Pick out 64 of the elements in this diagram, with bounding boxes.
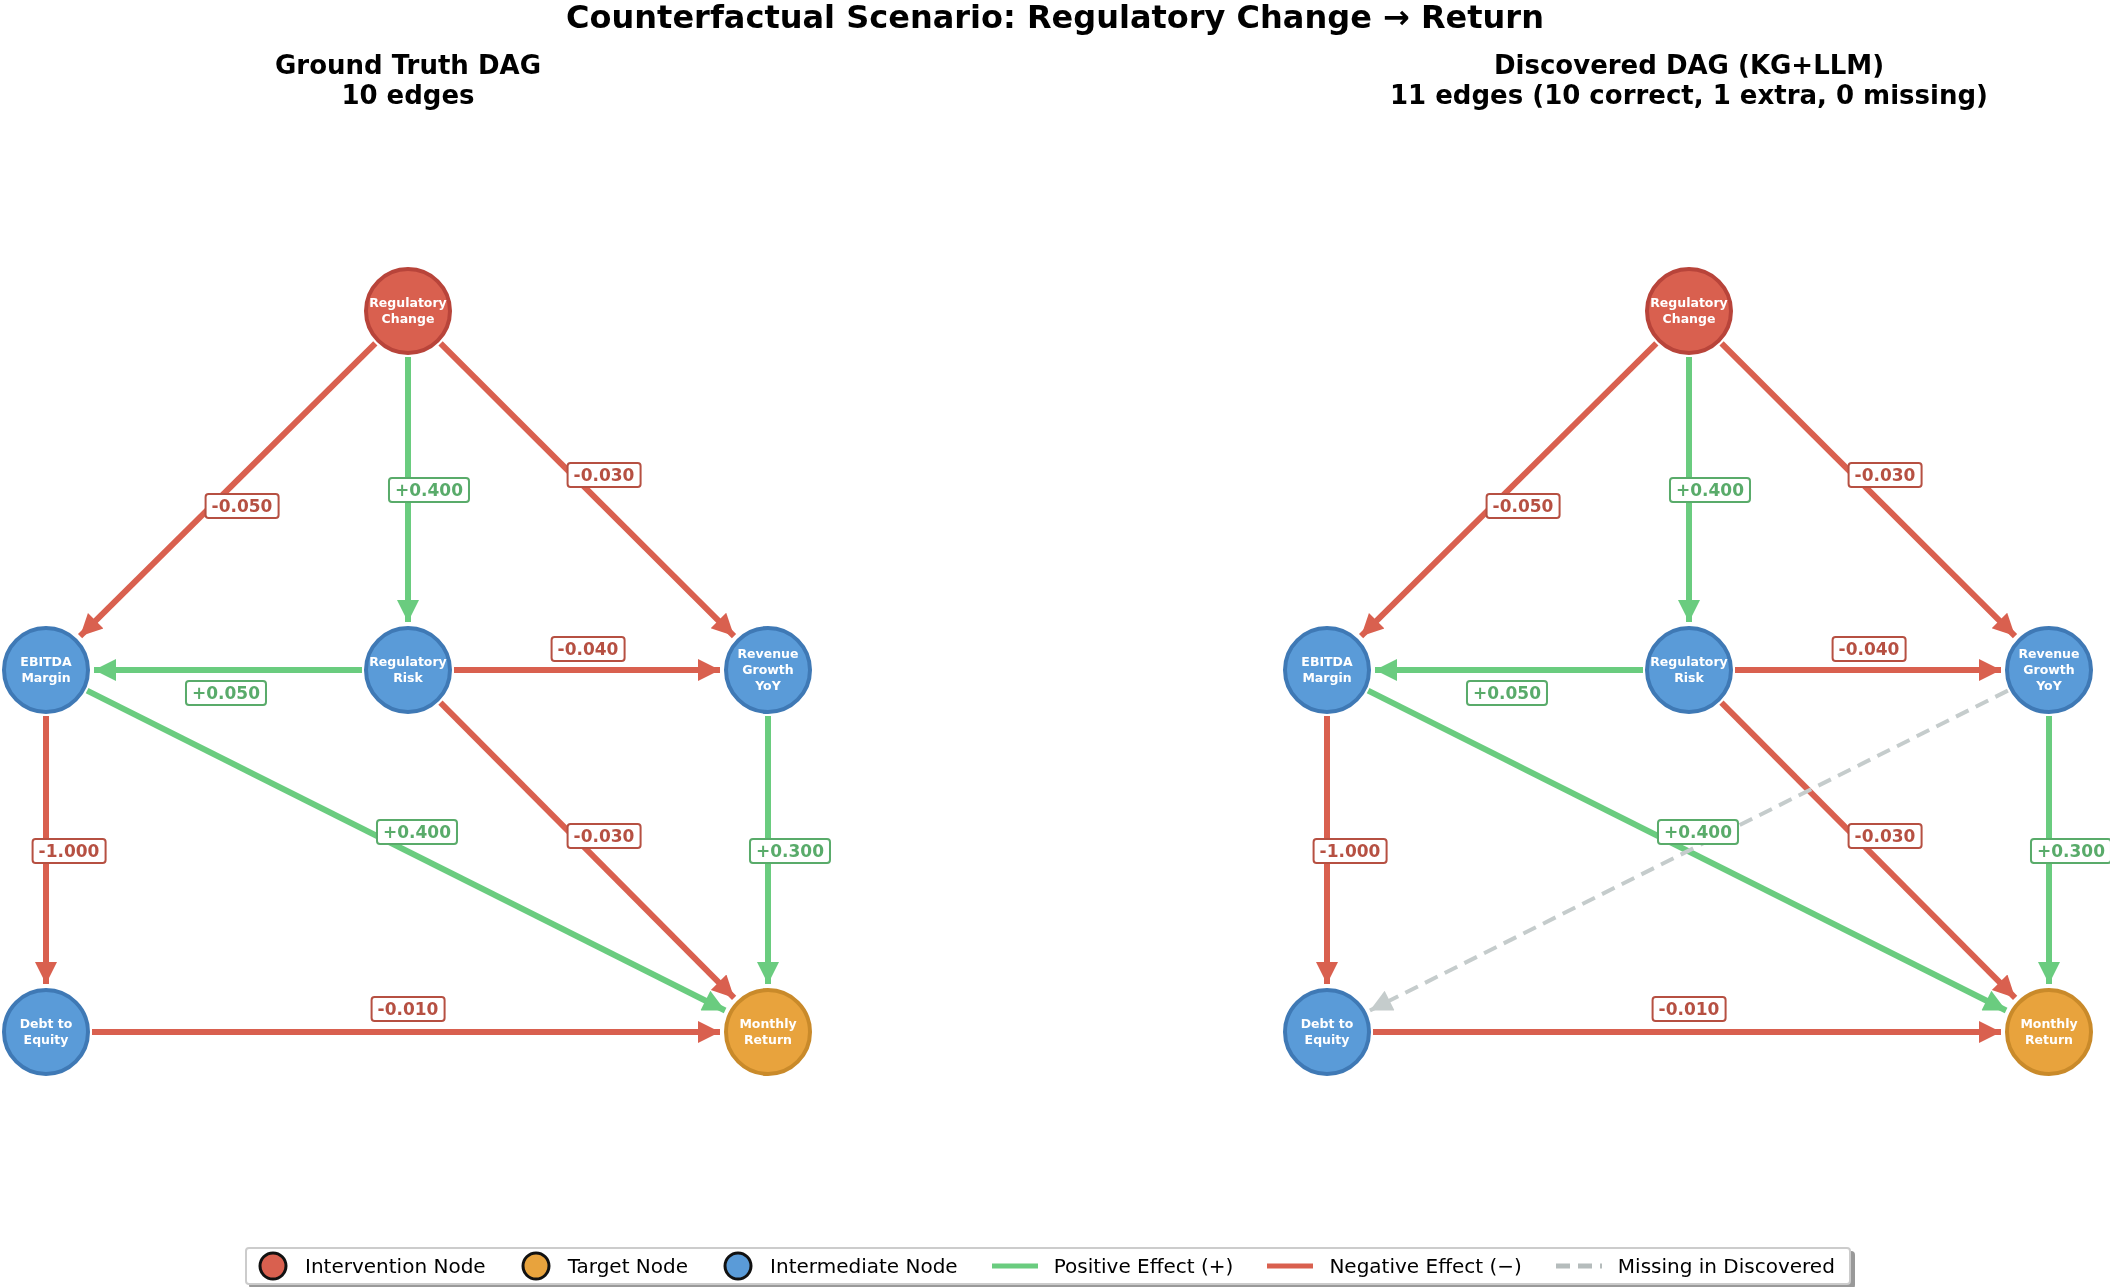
node-label: Regulatory Risk <box>1649 654 1729 686</box>
edge-label: +0.400 <box>1657 819 1739 845</box>
node-label: Regulatory Change <box>368 295 448 327</box>
arrow <box>1735 659 2001 681</box>
edge-label: +0.400 <box>388 477 470 503</box>
arrow <box>438 341 737 639</box>
arrow <box>92 1021 720 1043</box>
node-circle <box>364 267 452 355</box>
chart-title: Counterfactual Scenario: Regulatory Change → Return <box>565 0 1545 36</box>
edge-label: -0.030 <box>566 462 642 488</box>
legend-label: Intermediate Node <box>770 1254 958 1278</box>
legend-label: Missing in Discovered <box>1617 1254 1835 1278</box>
edge-label: -0.040 <box>1831 636 1907 662</box>
arrow <box>757 716 779 984</box>
node-label: Regulatory Risk <box>368 654 448 686</box>
arrow <box>1719 700 2018 1001</box>
edge-label: -0.050 <box>204 493 280 519</box>
edge-label: -0.010 <box>370 996 446 1022</box>
arrow <box>454 659 720 681</box>
arrow <box>2038 716 2060 984</box>
node-label: Debt to Equity <box>1299 1016 1355 1048</box>
node-label: EBITDA Margin <box>19 654 73 686</box>
edge-label: +0.300 <box>749 838 831 864</box>
arrow <box>438 700 737 1001</box>
arrow <box>1358 341 1659 639</box>
panel-heading: 10 edges <box>340 80 476 110</box>
legend-label: Positive Effect (+) <box>1053 1254 1234 1278</box>
edge-label: -1.000 <box>31 838 107 864</box>
legend-label: Negative Effect (−) <box>1329 1254 1522 1278</box>
arrow <box>1719 341 2018 639</box>
edge-label: +0.050 <box>1466 680 1548 706</box>
panel-heading: Ground Truth DAG <box>274 50 542 80</box>
node-label: Monthly Return <box>2019 1016 2079 1048</box>
node-label: EBITDA Margin <box>1300 654 1354 686</box>
arrow <box>77 341 378 639</box>
panel-heading: 11 edges (10 correct, 1 extra, 0 missing) <box>1389 80 1989 110</box>
edge-label: +0.400 <box>1669 477 1751 503</box>
legend-label: Intervention Node <box>305 1254 486 1278</box>
arrow <box>1373 1021 2001 1043</box>
node-label: Monthly Return <box>738 1016 798 1048</box>
edge-label: -0.030 <box>1847 823 1923 849</box>
edge-label: -0.010 <box>1651 996 1727 1022</box>
arrow <box>94 659 362 681</box>
arrow <box>1316 716 1338 984</box>
arrow <box>397 357 419 622</box>
legend-label: Target Node <box>567 1254 689 1278</box>
arrow <box>1375 659 1643 681</box>
node-circle <box>1645 267 1733 355</box>
node-label: Revenue Growth YoY <box>2017 646 2081 694</box>
arrow <box>1678 357 1700 622</box>
edge-label: +0.400 <box>376 819 458 845</box>
panel-heading: Discovered DAG (KG+LLM) <box>1492 50 1886 80</box>
edge-label: -0.030 <box>566 823 642 849</box>
node-label: Debt to Equity <box>18 1016 74 1048</box>
edge-label: -0.050 <box>1485 493 1561 519</box>
edge-label: -1.000 <box>1312 838 1388 864</box>
edge-label: +0.050 <box>185 680 267 706</box>
node-label: Revenue Growth YoY <box>736 646 800 694</box>
arrow <box>35 716 57 984</box>
arrow <box>85 687 727 1014</box>
edge-label: -0.030 <box>1847 462 1923 488</box>
edge-label: +0.300 <box>2030 838 2110 864</box>
edge-label: -0.040 <box>550 636 626 662</box>
node-label: Regulatory Change <box>1649 295 1729 327</box>
